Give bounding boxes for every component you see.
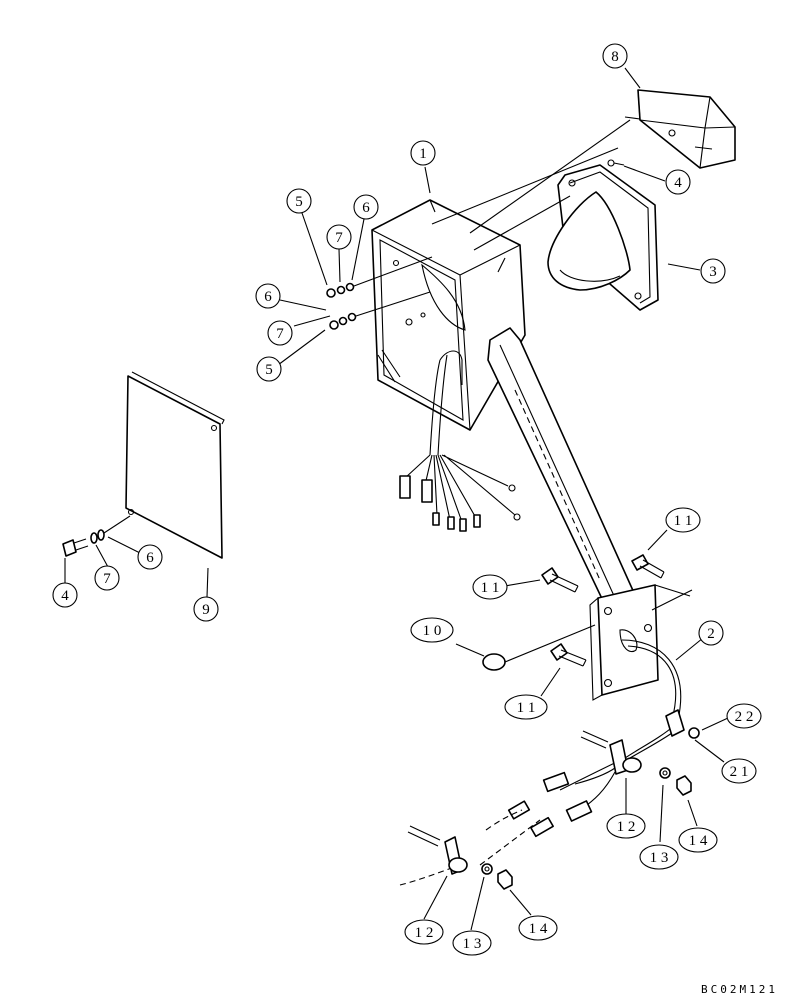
callout-7-upper-label: 7: [335, 230, 343, 246]
callout-14-upper: 1 4: [678, 827, 718, 853]
callout-1: 1: [410, 140, 436, 166]
plug-part-10: [482, 624, 596, 671]
bolt-part-11-upper-right: [631, 554, 665, 579]
wire-harness-upper: [399, 350, 521, 532]
clamp-assembly-lower: [407, 825, 513, 890]
callout-11-upper-right-label: 1 1: [674, 513, 693, 529]
screw-part-4-lower: [62, 515, 131, 557]
callout-12-lower: 1 2: [404, 919, 444, 945]
callout-13-lower-label: 1 3: [463, 936, 482, 952]
callout-7-lower-label: 7: [103, 571, 111, 587]
callout-11-lower: 1 1: [504, 694, 548, 720]
callout-7-middle: 7: [267, 320, 293, 346]
callout-5-upper-label: 5: [295, 194, 303, 210]
callout-22-label: 2 2: [735, 709, 754, 725]
callout-8: 8: [602, 43, 628, 69]
callout-1-label: 1: [419, 146, 427, 162]
callout-22: 2 2: [726, 703, 762, 729]
callout-7-middle-label: 7: [276, 326, 284, 342]
callout-5-upper: 5: [286, 188, 312, 214]
cone-cover-part-3: [547, 164, 659, 311]
callout-12-upper-label: 1 2: [617, 819, 636, 835]
callout-11-upper-right: 1 1: [665, 507, 701, 533]
callout-10: 1 0: [410, 617, 454, 643]
box-housing-part-1: [371, 199, 526, 431]
callout-11-lower-label: 1 1: [517, 700, 536, 716]
callout-7-lower: 7: [94, 565, 120, 591]
callout-21-label: 2 1: [730, 764, 749, 780]
support-arm: [487, 327, 636, 606]
callout-14-lower: 1 4: [518, 915, 558, 941]
callout-4-upper: 4: [665, 169, 691, 195]
callout-6-upper: 6: [353, 194, 379, 220]
callout-2-label: 2: [707, 626, 715, 642]
callout-12-upper: 1 2: [606, 813, 646, 839]
clamp-assembly-upper: [580, 709, 700, 796]
callout-3: 3: [700, 258, 726, 284]
callout-7-upper: 7: [326, 224, 352, 250]
callout-3-label: 3: [709, 264, 717, 280]
leader-lines: [64, 67, 729, 931]
drawing-code: BC02M121: [701, 983, 778, 996]
callout-5-lower-label: 5: [265, 362, 273, 378]
wire-harness-lower: [399, 767, 616, 886]
callout-14-upper-label: 1 4: [689, 833, 708, 849]
callout-13-lower: 1 3: [452, 930, 492, 956]
screw-part-4-upper: [607, 159, 625, 167]
callout-9: 9: [193, 596, 219, 622]
callout-2: 2: [698, 620, 724, 646]
callout-4-lower-label: 4: [61, 588, 69, 604]
callout-4-upper-label: 4: [674, 175, 682, 191]
callout-6-middle-label: 6: [264, 289, 272, 305]
hardware-group-upper: [326, 256, 433, 330]
callout-10-label: 1 0: [423, 623, 442, 639]
callout-13-upper-label: 1 3: [650, 850, 669, 866]
callout-12-lower-label: 1 2: [415, 925, 434, 941]
lamp-housing-part-8: [624, 89, 736, 169]
callout-4-lower: 4: [52, 582, 78, 608]
callout-9-label: 9: [202, 602, 210, 618]
bolt-part-11-middle: [541, 567, 579, 593]
callout-13-upper: 1 3: [639, 844, 679, 870]
callout-8-label: 8: [611, 49, 619, 65]
callout-14-lower-label: 1 4: [529, 921, 548, 937]
callout-11-middle: 1 1: [472, 574, 508, 600]
callout-6-middle: 6: [255, 283, 281, 309]
callout-6-upper-label: 6: [362, 200, 370, 216]
callout-11-middle-label: 1 1: [481, 580, 500, 596]
bolt-part-11-lower: [550, 643, 587, 667]
callout-21: 2 1: [721, 758, 757, 784]
callout-6-lower-label: 6: [146, 550, 154, 566]
callout-5-lower: 5: [256, 356, 282, 382]
cover-plate-part-9: [125, 371, 225, 559]
callout-6-lower: 6: [137, 544, 163, 570]
